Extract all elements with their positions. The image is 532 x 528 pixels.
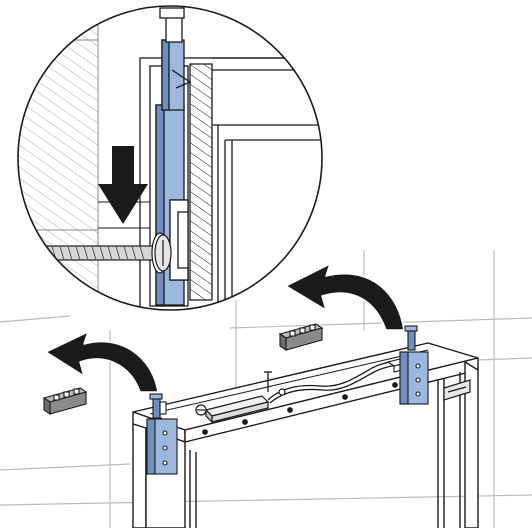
mounting-clip-icon	[278, 323, 324, 352]
side-bar	[443, 379, 471, 401]
rotate-arrow-icon	[45, 331, 159, 393]
bracket-left	[146, 393, 178, 475]
bracket-right	[399, 325, 429, 405]
control-box	[195, 388, 286, 424]
detail-inset	[17, 5, 323, 311]
rotate-arrow-icon	[285, 263, 405, 331]
down-arrow-icon	[98, 146, 148, 224]
mounting-clip-icon	[42, 387, 88, 416]
